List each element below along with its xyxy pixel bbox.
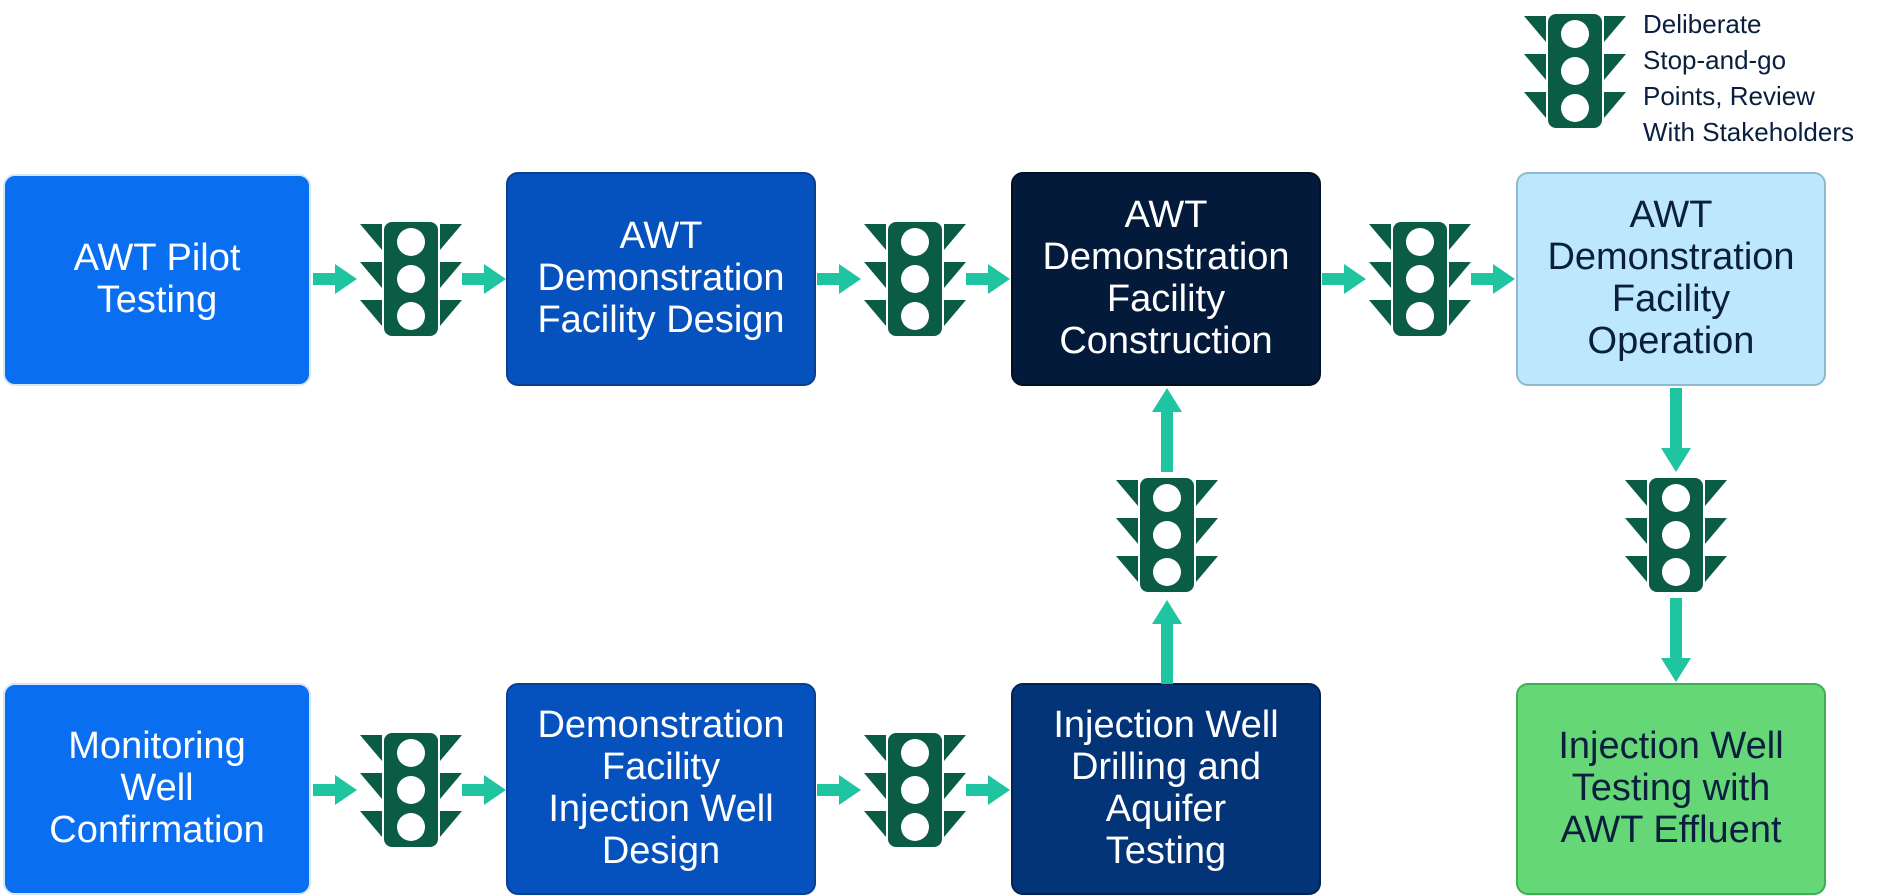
legend-traffic-light-icon [1520,12,1630,130]
box-awt-demo-facility-operation: AWT Demonstration Facility Operation [1516,172,1826,386]
arrow-right [1322,264,1366,294]
box-monitoring-well-confirmation: Monitoring Well Confirmation [3,683,311,895]
arrow-right [462,775,506,805]
traffic-light-icon [1365,220,1475,338]
arrow-right [1471,264,1515,294]
arrow-right [313,264,357,294]
traffic-light-icon [356,731,466,849]
arrow-right [313,775,357,805]
box-demo-facility-injection-well-design: Demonstration Facility Injection Well De… [506,683,816,895]
box-awt-demo-facility-design: AWT Demonstration Facility Design [506,172,816,386]
arrow-right [462,264,506,294]
box-injection-well-drilling-aquifer-testing: Injection Well Drilling and Aquifer Test… [1011,683,1321,895]
legend-text: Deliberate Stop-and-go Points, Review Wi… [1643,9,1854,147]
traffic-light-icon [1112,476,1222,594]
arrow-up [1152,388,1182,472]
box-awt-pilot-testing: AWT Pilot Testing [3,174,311,386]
traffic-light-icon [1621,476,1731,594]
arrow-right [966,775,1010,805]
arrow-up [1152,600,1182,684]
traffic-light-icon [356,220,466,338]
arrow-down [1661,388,1691,472]
box-awt-demo-facility-construction: AWT Demonstration Facility Construction [1011,172,1321,386]
arrow-right [817,775,861,805]
arrow-down [1661,598,1691,682]
arrow-right [966,264,1010,294]
traffic-light-icon [860,220,970,338]
box-injection-well-testing-awt-effluent: Injection Well Testing with AWT Effluent [1516,683,1826,895]
arrow-right [817,264,861,294]
traffic-light-icon [860,731,970,849]
